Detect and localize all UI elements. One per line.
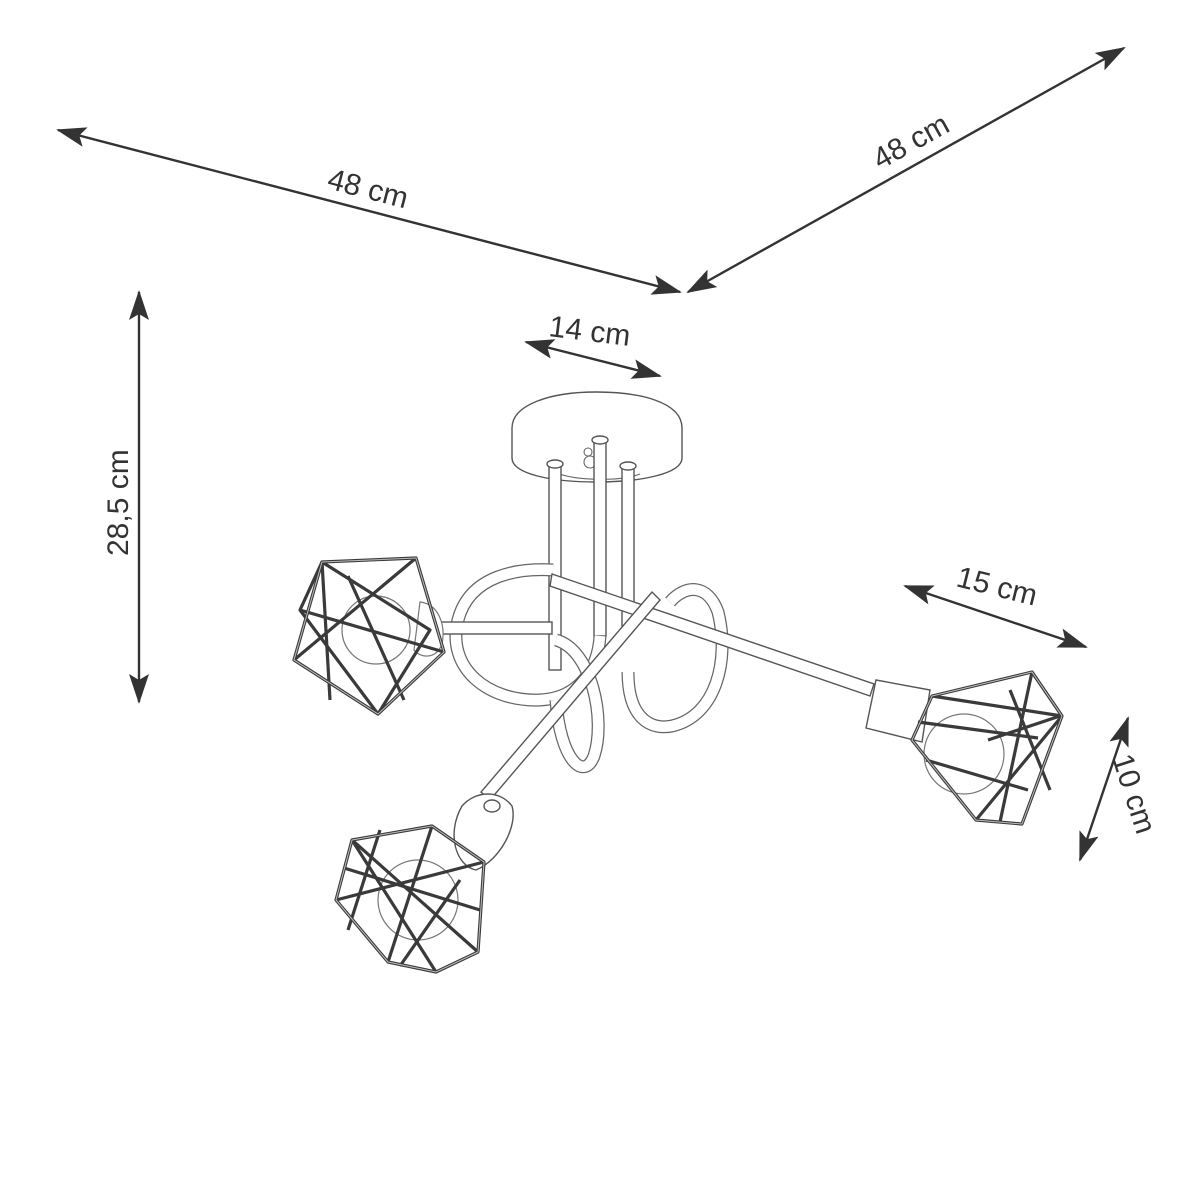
support-rods bbox=[546, 435, 637, 671]
dimension-arrow bbox=[686, 46, 1126, 294]
dimension-shade-height: 10 cm bbox=[1078, 716, 1162, 862]
dimension-label: 14 cm bbox=[547, 310, 632, 353]
dimension-width-right: 48 cm bbox=[686, 46, 1126, 294]
dimension-arrow bbox=[1078, 716, 1130, 862]
dimension-shade-width: 15 cm bbox=[903, 561, 1088, 649]
wire-cage-shade-bottom-left bbox=[334, 824, 486, 974]
dimension-height: 28,5 cm bbox=[102, 290, 149, 704]
dimension-label: 10 cm bbox=[1105, 750, 1162, 838]
dimension-arrow bbox=[524, 339, 662, 379]
dimension-canopy-diameter: 14 cm bbox=[524, 310, 662, 379]
dimension-arrow bbox=[903, 584, 1088, 649]
dimension-label: 15 cm bbox=[953, 561, 1040, 613]
dimension-width-left: 48 cm bbox=[56, 127, 682, 295]
lamp-illustration bbox=[292, 391, 1064, 974]
wire-cage-shade-right bbox=[910, 670, 1064, 826]
lamp-arms bbox=[439, 573, 875, 801]
socket-bottom-left bbox=[453, 793, 514, 871]
dimension-label: 48 cm bbox=[324, 163, 411, 216]
dimension-label: 28,5 cm bbox=[102, 449, 135, 556]
wire-cage-shade-left bbox=[292, 556, 446, 716]
dimension-arrow bbox=[56, 127, 682, 295]
socket-right bbox=[865, 679, 931, 743]
